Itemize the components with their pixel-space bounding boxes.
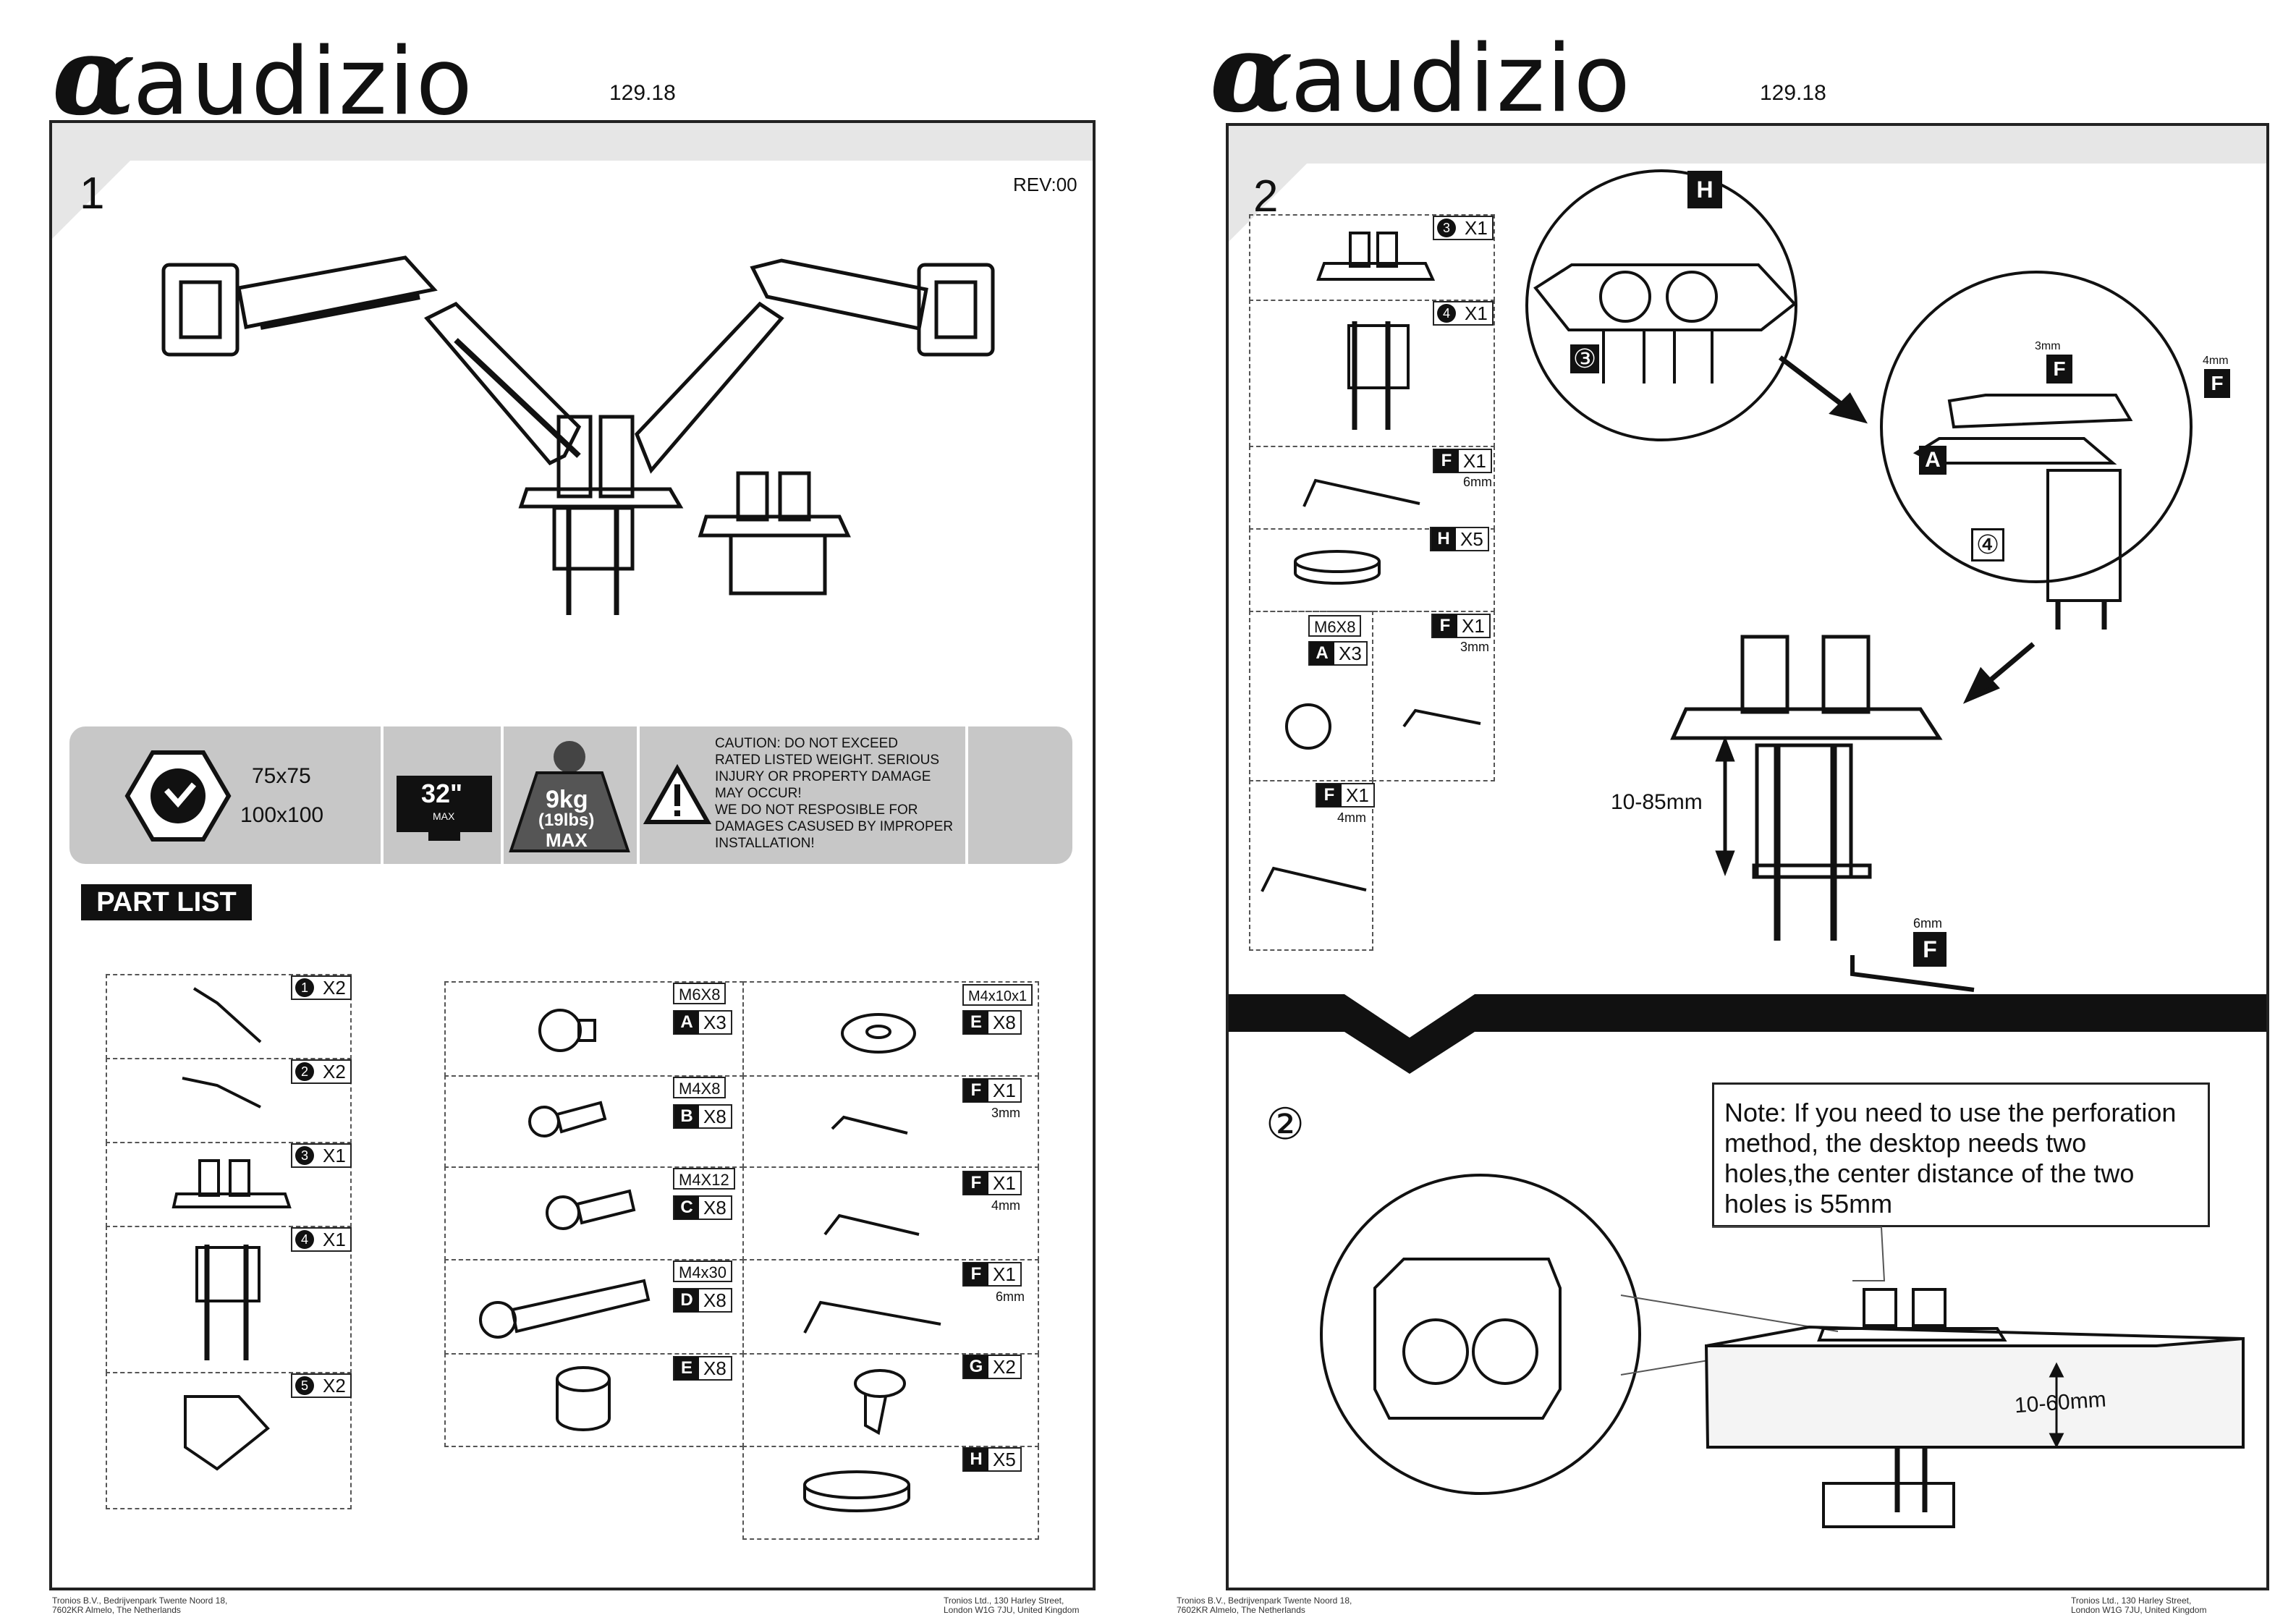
part-cell-5 (106, 1372, 352, 1509)
callout-f-bottom-size: 6mm (1913, 916, 1942, 931)
hw-spec-e-washer: M4x10x1 (962, 984, 1033, 1006)
callout-3: ③ (1570, 344, 1599, 373)
p2-cell-f4 (1249, 780, 1373, 951)
vesa-size-75: 75x75 (252, 764, 311, 788)
p2-spec-a: M6X8 (1308, 615, 1362, 637)
hw-cell-h (742, 1446, 1039, 1540)
callout-f-left: F (2046, 355, 2072, 383)
max-weight-lbs: (19lbs) (538, 810, 595, 830)
callout-h: H (1687, 171, 1722, 208)
p2-size-f6: 6mm (1463, 475, 1492, 489)
callout-f-right-size: 4mm (2203, 355, 2229, 367)
part-list-title: PART LIST (81, 884, 252, 920)
step-number-2: 2 (1253, 171, 1279, 221)
monitor-icon (397, 776, 492, 841)
callout-f-right: F (2204, 369, 2230, 398)
step-number: 1 (80, 169, 105, 219)
revision: REV:00 (1013, 174, 1077, 195)
section-divider (1229, 994, 2266, 1074)
callout-4: ④ (1971, 528, 2004, 562)
brand-name-2: audizio (1290, 25, 1632, 133)
vesa-size-100: 100x100 (240, 803, 324, 827)
footer-right-page1: Tronios Ltd., 130 Harley Street, London … (944, 1596, 1080, 1615)
brand-mark: α (52, 12, 137, 140)
callout-a: A (1919, 446, 1946, 475)
p2-size-f3: 3mm (1460, 640, 1489, 654)
hw-spec-c: M4X12 (673, 1168, 735, 1190)
vesa-badge-icon (124, 750, 232, 842)
p2-size-f4: 4mm (1337, 810, 1366, 825)
model-number: 129.18 (609, 81, 676, 105)
max-weight: 9kg (546, 786, 588, 813)
hw-spec-b: M4X8 (673, 1077, 726, 1098)
hw-size-f6: 6mm (996, 1289, 1025, 1304)
weight-icon (509, 741, 630, 852)
max-screen-size: 32" (421, 779, 463, 808)
brand-logo-left: αaudizio (52, 22, 474, 130)
callout-f-bottom: F (1913, 932, 1946, 967)
hw-spec-a: M6X8 (673, 983, 726, 1004)
caution-text: CAUTION: DO NOT EXCEED RATED LISTED WEIG… (715, 736, 954, 851)
footer-left-page1: Tronios B.V., Bedrijvenpark Twente Noord… (52, 1596, 228, 1615)
callout-f-left-size: 3mm (2035, 340, 2061, 352)
hw-spec-d: M4x30 (673, 1260, 733, 1282)
warning-icon (643, 763, 712, 824)
substep-number: ② (1265, 1100, 1305, 1148)
hw-size-f4: 4mm (991, 1198, 1020, 1213)
footer-left-page2: Tronios B.V., Bedrijvenpark Twente Noord… (1177, 1596, 1352, 1615)
max-screen-label: MAX (433, 810, 455, 822)
model-number-2: 129.18 (1760, 81, 1826, 105)
footer-right-page2: Tronios Ltd., 130 Harley Street, London … (2071, 1596, 2207, 1615)
clamp-range: 10-85mm (1611, 790, 1703, 814)
max-weight-label: MAX (546, 829, 588, 851)
brand-mark-2: α (1210, 9, 1295, 137)
p2-cell-f3 (1372, 611, 1495, 781)
brand-logo-right: αaudizio (1210, 19, 1632, 127)
hw-size-f3: 3mm (991, 1106, 1020, 1120)
perforation-note: Note: If you need to use the perforation… (1712, 1082, 2210, 1227)
brand-name: audizio (132, 28, 474, 136)
